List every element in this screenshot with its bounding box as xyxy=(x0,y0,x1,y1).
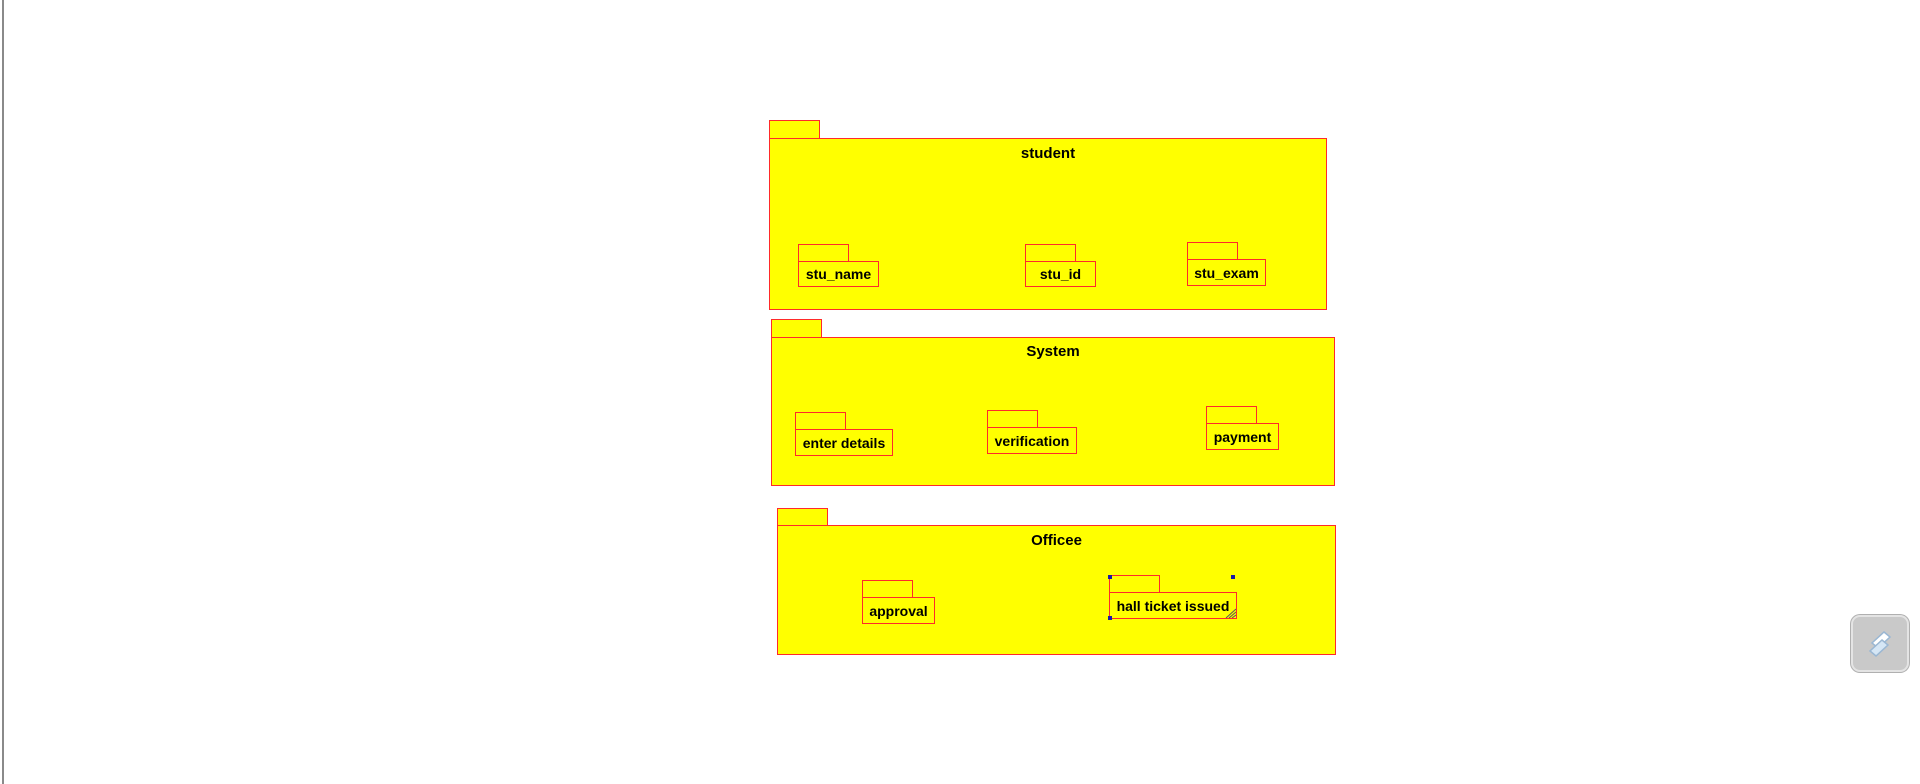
subpackage-verification-body[interactable]: verification xyxy=(987,427,1077,454)
subpackage-stu-exam-tab[interactable] xyxy=(1187,242,1238,260)
subpackage-enter-details-tab[interactable] xyxy=(795,412,846,430)
subpackage-hall-ticket-issued-tab[interactable] xyxy=(1109,575,1160,593)
subpackage-stu-exam-body[interactable]: stu_exam xyxy=(1187,259,1266,286)
floating-action-button[interactable] xyxy=(1851,615,1909,672)
subpackage-stu-id-tab[interactable] xyxy=(1025,244,1076,262)
package-officee-tab[interactable] xyxy=(777,508,828,526)
resize-grip-icon[interactable] xyxy=(1224,608,1236,618)
subpackage-stu-name-tab[interactable] xyxy=(798,244,849,262)
package-student-tab[interactable] xyxy=(769,120,820,139)
subpackage-enter-details-label: enter details xyxy=(802,435,886,451)
subpackage-approval-label: approval xyxy=(869,603,928,619)
subpackage-verification-label: verification xyxy=(994,433,1070,449)
package-system-tab[interactable] xyxy=(771,319,822,338)
package-system-body[interactable]: System xyxy=(771,337,1335,486)
subpackage-verification-tab[interactable] xyxy=(987,410,1038,428)
subpackage-stu-name-label: stu_name xyxy=(805,266,872,282)
package-officee-title: Officee xyxy=(1031,532,1082,549)
package-system-title: System xyxy=(1026,343,1080,360)
subpackage-stu-exam-label: stu_exam xyxy=(1194,265,1259,281)
canvas-left-border xyxy=(2,0,4,784)
pen-icon xyxy=(1868,630,1892,657)
subpackage-payment-tab[interactable] xyxy=(1206,406,1257,424)
selection-handle-top-right[interactable] xyxy=(1231,575,1235,579)
subpackage-approval-body[interactable]: approval xyxy=(862,597,935,624)
subpackage-stu-id-body[interactable]: stu_id xyxy=(1025,261,1096,287)
selection-handle-bottom-left[interactable] xyxy=(1108,616,1112,620)
subpackage-stu-id-label: stu_id xyxy=(1039,266,1082,282)
package-student-title: student xyxy=(1020,145,1076,162)
subpackage-hall-ticket-issued-body[interactable]: hall ticket issued xyxy=(1109,592,1237,619)
subpackage-enter-details-body[interactable]: enter details xyxy=(795,429,893,456)
subpackage-payment-body[interactable]: payment xyxy=(1206,423,1279,450)
subpackage-stu-name-body[interactable]: stu_name xyxy=(798,261,879,287)
package-officee-body[interactable]: Officee xyxy=(777,525,1336,655)
subpackage-approval-tab[interactable] xyxy=(862,580,913,598)
subpackage-hall-ticket-issued-label: hall ticket issued xyxy=(1116,598,1230,614)
subpackage-payment-label: payment xyxy=(1213,429,1272,445)
selection-handle-top-left[interactable] xyxy=(1108,575,1112,579)
